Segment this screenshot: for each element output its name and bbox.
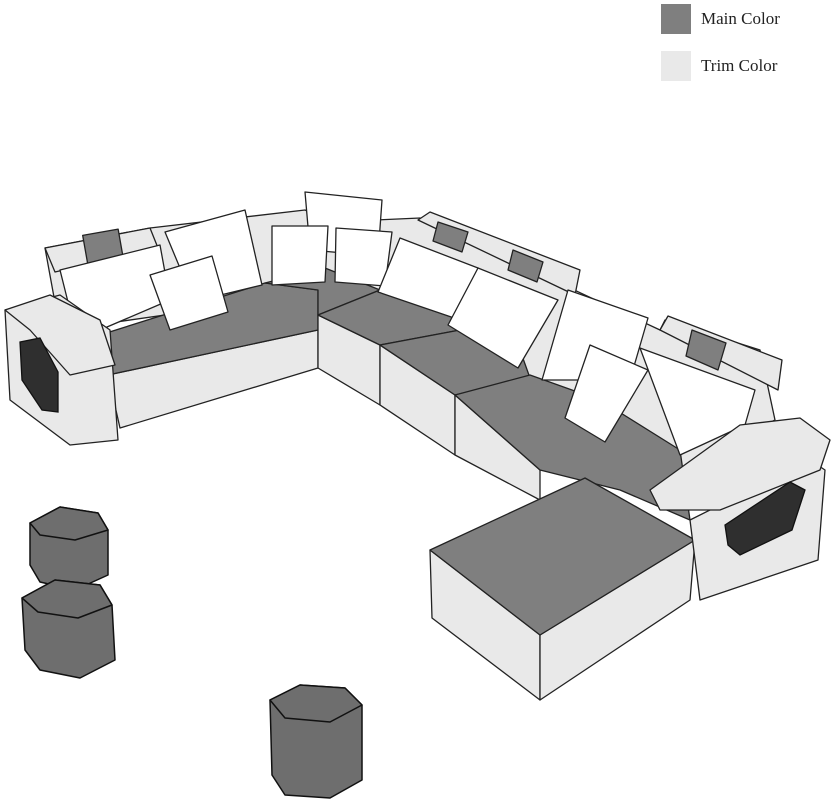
ottoman-2	[21, 579, 116, 679]
chaise-lounge	[429, 477, 696, 701]
left-armrest	[4, 294, 119, 446]
color-legend: Main Color Trim Color	[661, 4, 780, 98]
throw-pillows	[59, 191, 756, 456]
ottoman-1	[29, 506, 109, 591]
ottoman-3	[269, 684, 363, 799]
main-color-swatch	[661, 4, 691, 34]
legend-label: Trim Color	[701, 56, 778, 75]
legend-label: Main Color	[701, 9, 780, 28]
legend-item-main-color: Main Color	[661, 4, 780, 34]
legend-item-trim-color: Trim Color	[661, 51, 780, 81]
trim-color-swatch	[661, 51, 691, 81]
right-armrest	[649, 417, 831, 601]
